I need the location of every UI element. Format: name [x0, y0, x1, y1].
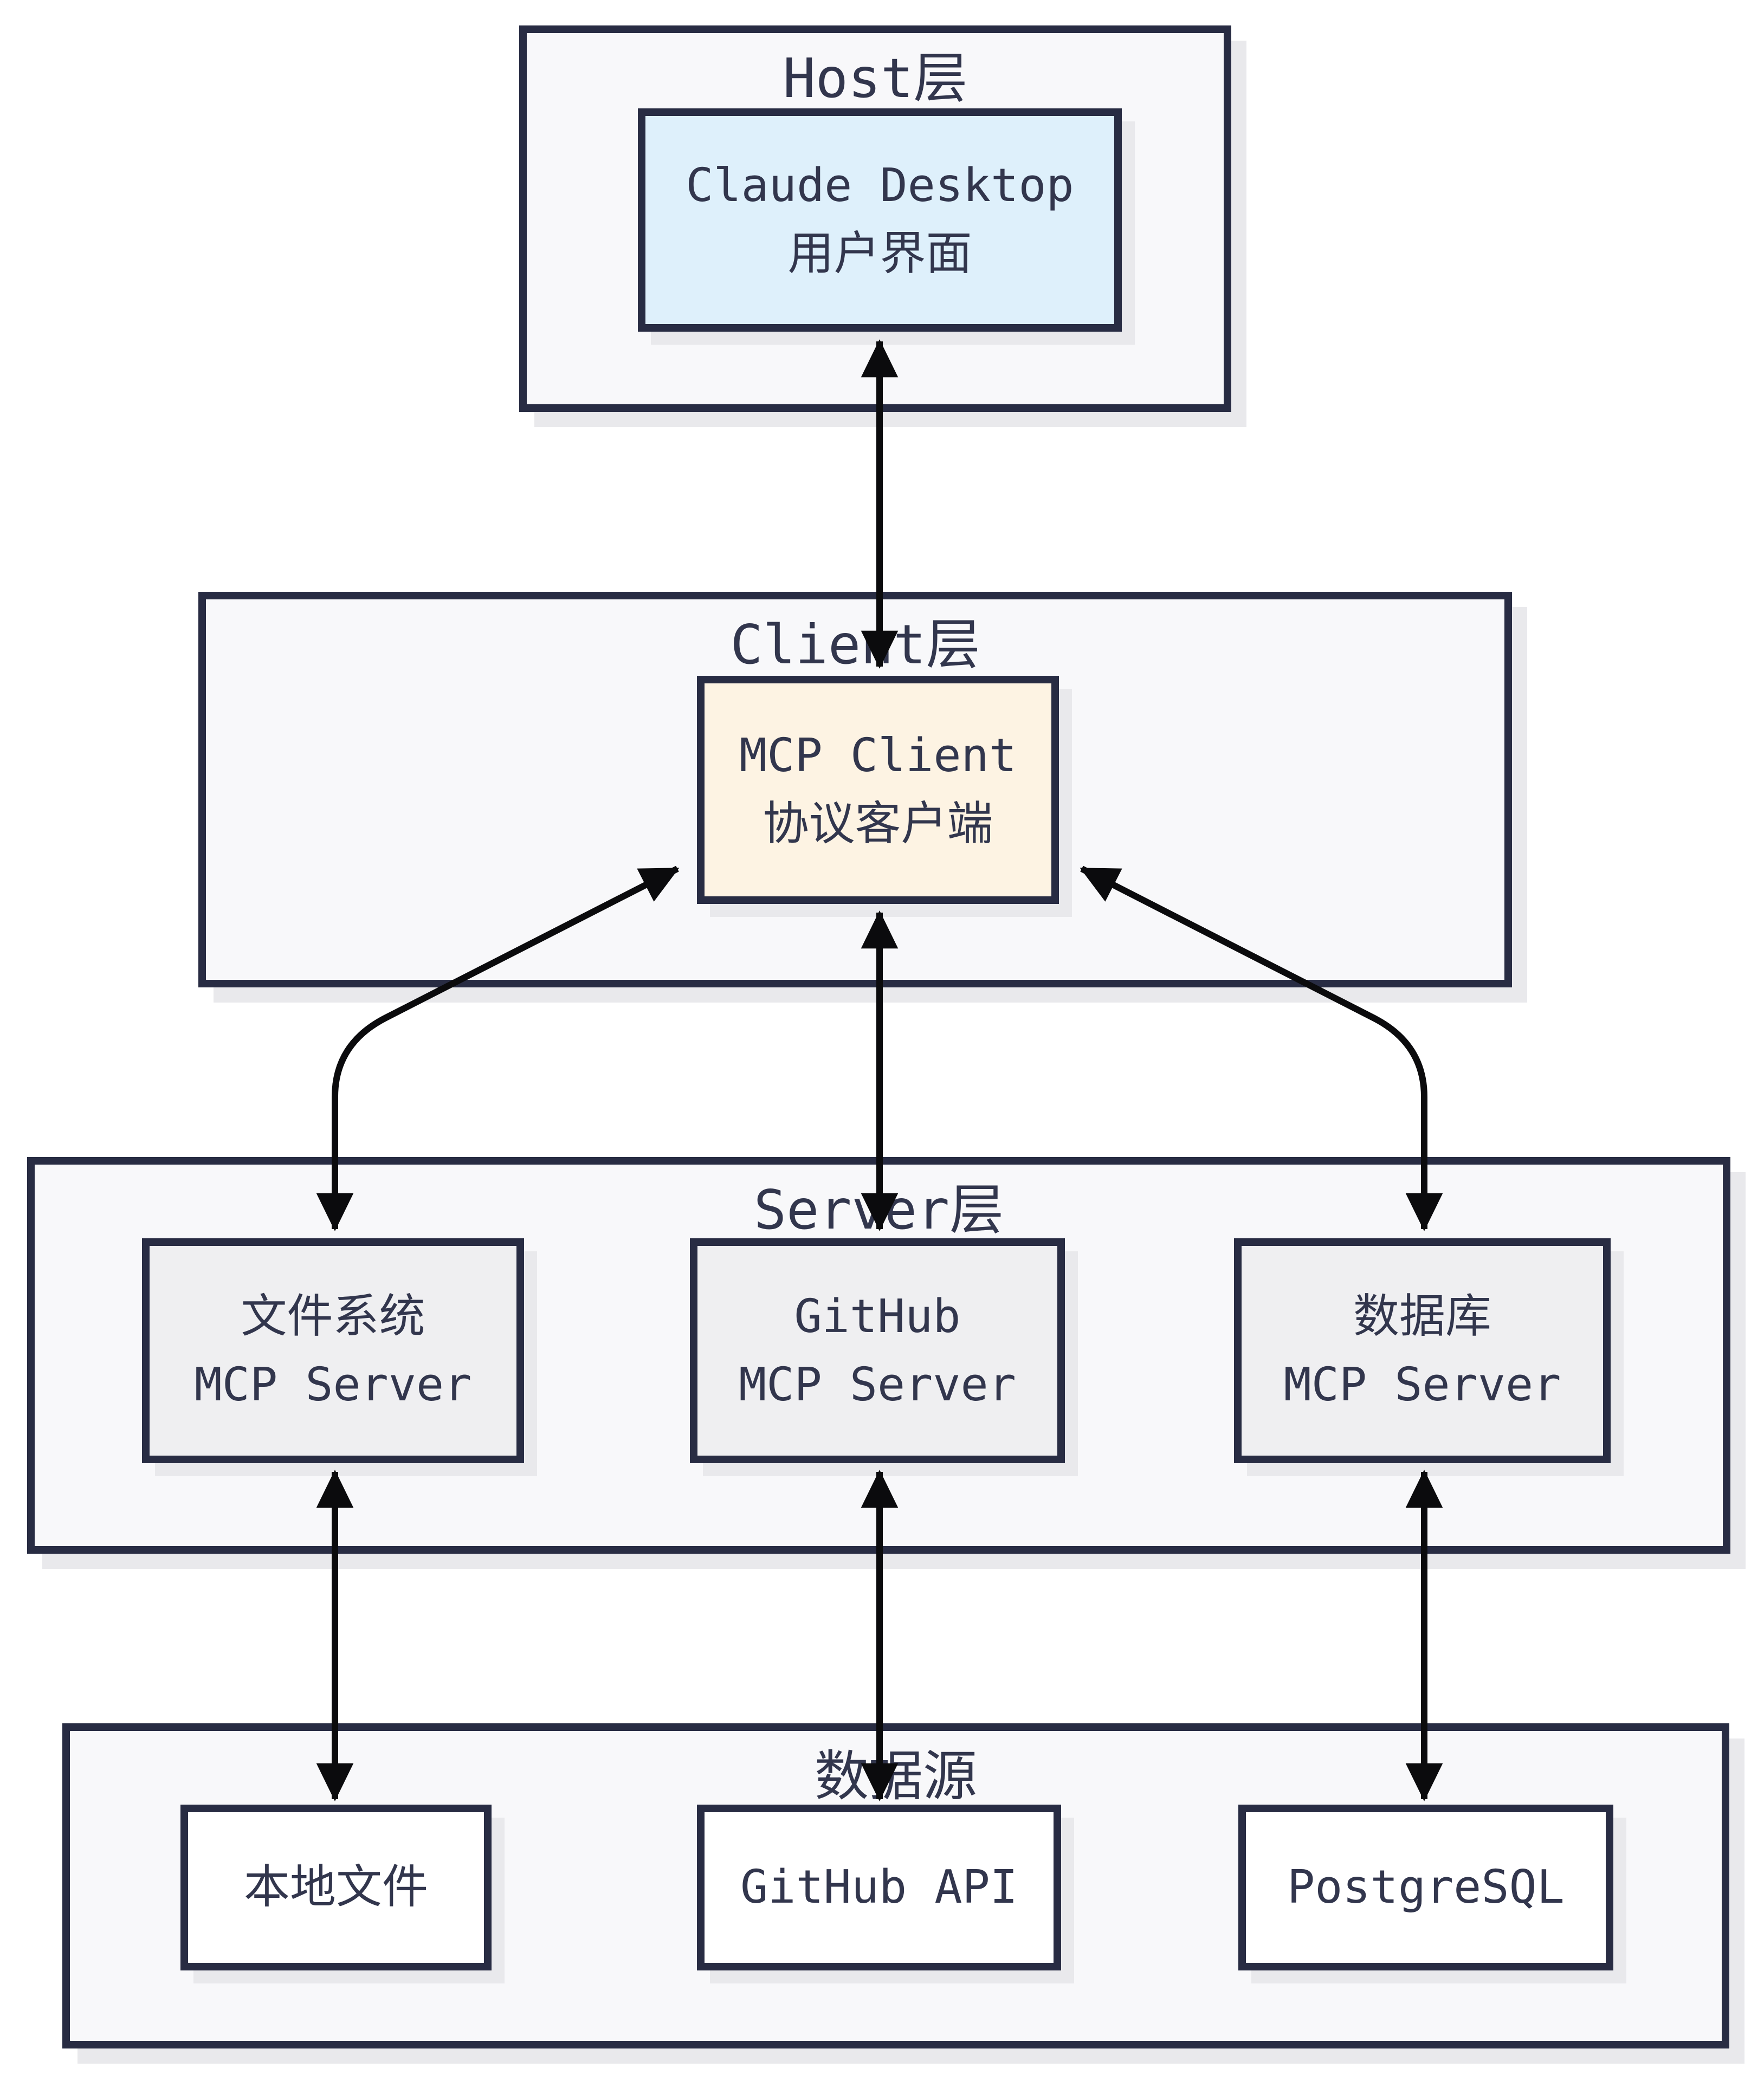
- layer-datasource-container: 数据源 本地文件 GitHub API PostgreSQL: [62, 1723, 1729, 2048]
- node-db-mcp-server-line2: MCP Server: [1283, 1358, 1561, 1412]
- node-claude-desktop-line1: Claude Desktop: [686, 159, 1074, 213]
- node-db-mcp-server-line1: 数据库: [1353, 1289, 1491, 1343]
- node-files-mcp-server-line1: 文件系统: [241, 1289, 425, 1343]
- node-mcp-client-line2: 协议客户端: [763, 797, 993, 851]
- node-local-files: 本地文件: [180, 1805, 492, 1970]
- node-local-files-label: 本地文件: [243, 1860, 428, 1915]
- layer-client-container: Client层 MCP Client 协议客户端: [198, 592, 1512, 987]
- node-github-mcp-server: GitHub MCP Server: [690, 1238, 1065, 1463]
- layer-client-title: Client层: [730, 613, 980, 676]
- node-postgresql-label: PostgreSQL: [1287, 1860, 1565, 1915]
- layer-host-container: Host层 Claude Desktop 用户界面: [519, 25, 1231, 412]
- layer-host-title: Host层: [783, 47, 968, 110]
- node-github-api: GitHub API: [697, 1805, 1061, 1970]
- node-files-mcp-server: 文件系统 MCP Server: [142, 1238, 524, 1463]
- node-github-mcp-server-line1: GitHub: [794, 1289, 961, 1343]
- node-mcp-client-line1: MCP Client: [739, 728, 1017, 783]
- node-files-mcp-server-line2: MCP Server: [194, 1358, 472, 1412]
- node-claude-desktop-line2: 用户界面: [787, 227, 972, 281]
- node-postgresql: PostgreSQL: [1238, 1805, 1613, 1970]
- node-github-mcp-server-line2: MCP Server: [739, 1358, 1016, 1412]
- node-claude-desktop: Claude Desktop 用户界面: [638, 108, 1122, 332]
- layer-datasource-title: 数据源: [815, 1744, 977, 1808]
- node-github-api-label: GitHub API: [740, 1860, 1018, 1915]
- node-db-mcp-server: 数据库 MCP Server: [1234, 1238, 1611, 1463]
- layer-server-container: Server层 文件系统 MCP Server GitHub MCP Serve…: [27, 1157, 1730, 1554]
- node-mcp-client: MCP Client 协议客户端: [697, 676, 1059, 904]
- layer-server-title: Server层: [753, 1178, 1004, 1242]
